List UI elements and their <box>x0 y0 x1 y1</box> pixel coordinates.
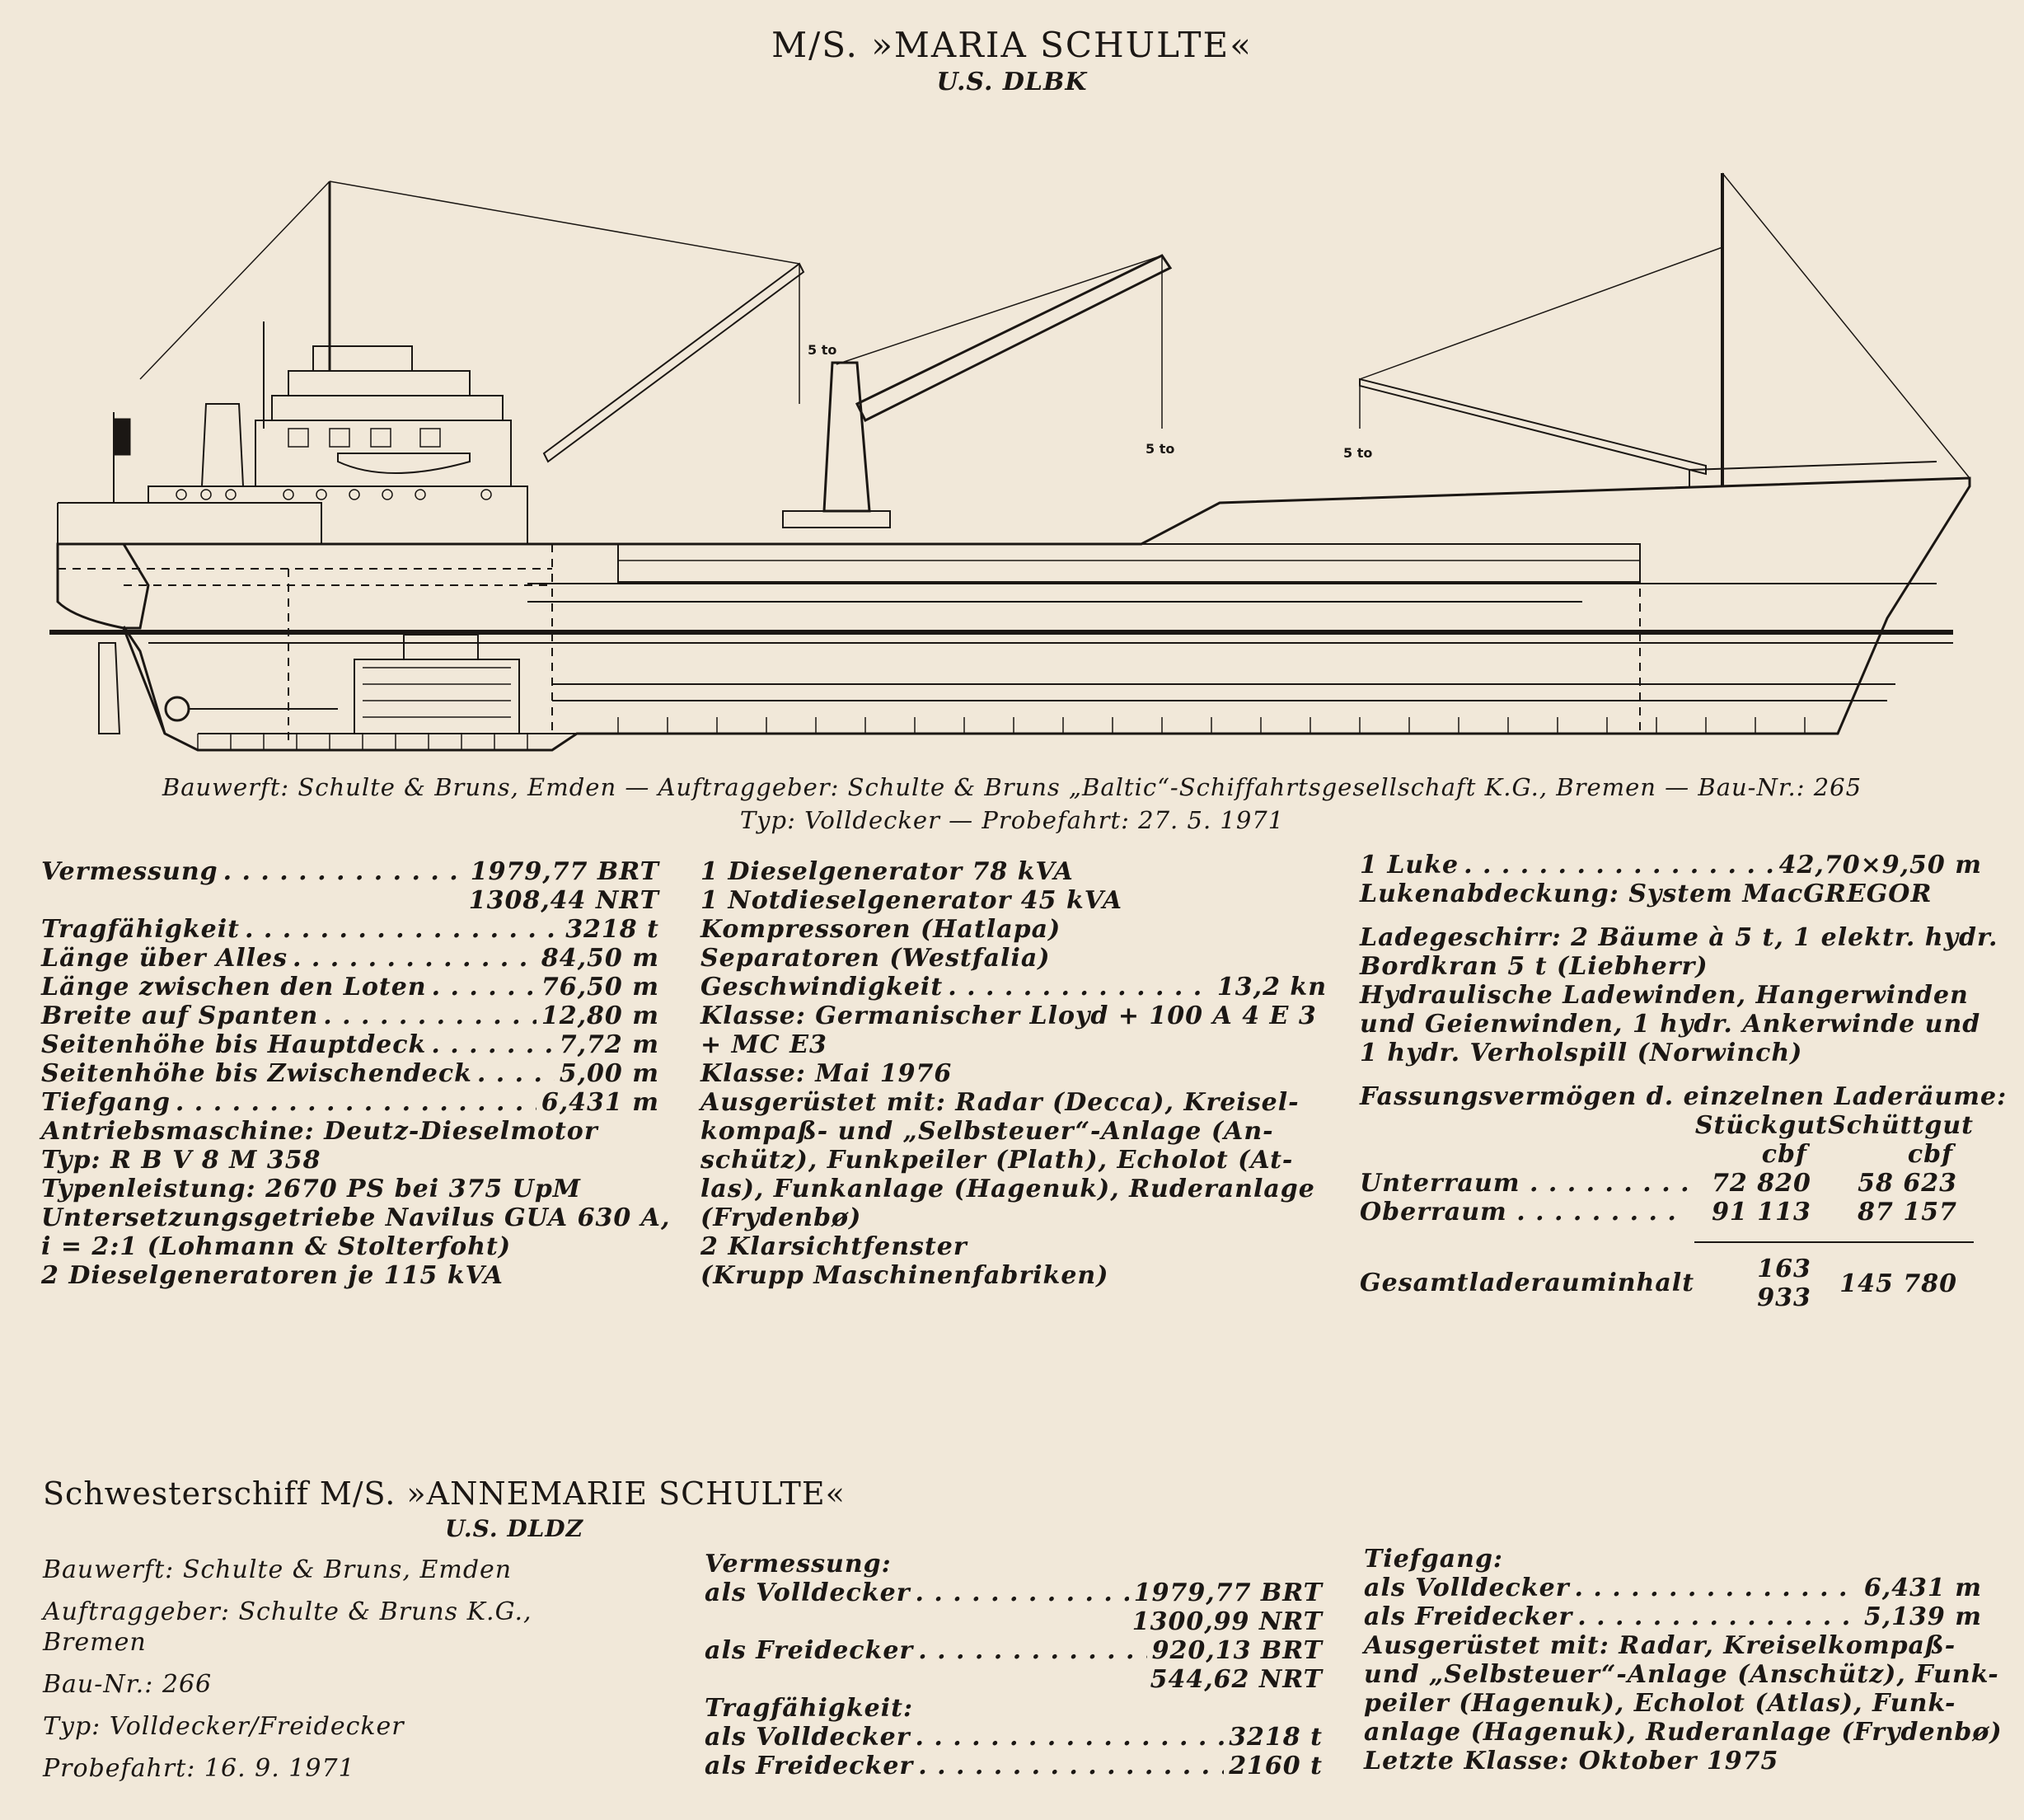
sister-type: Typ: Volldecker/Freidecker <box>43 1712 405 1741</box>
spec-line: 2 Klarsichtfenster <box>700 1232 967 1261</box>
spec-row: als Volldecker6,431 m <box>1364 1574 1982 1602</box>
call-sign: U.S. DLBK <box>936 68 1088 96</box>
table-row: Unterraum . . . . . . . . . 72 820 58 62… <box>1360 1169 1957 1198</box>
spec-row: Seitenhöhe bis Hauptdeck7,72 m <box>41 1030 659 1059</box>
spec-row: Breite auf Spanten12,80 m <box>41 1001 659 1030</box>
spec-row: als Freidecker2160 t <box>705 1752 1323 1780</box>
caption-type: Typ: Volldecker — Probefahrt: 27. 5. 197… <box>739 806 1285 834</box>
spec-line: Klasse: Germanischer Lloyd + 100 A 4 E 3 <box>700 1001 1317 1030</box>
spec-row: Länge über Alles84,50 m <box>41 944 659 973</box>
spec-line: (Krupp Maschinenfabriken) <box>700 1261 1109 1290</box>
forecastle <box>1689 461 1937 486</box>
swl-label-3: 5 to <box>1343 445 1372 461</box>
sister-left: Bauwerft: Schulte & Bruns, Emden Auftrag… <box>43 1555 636 1784</box>
spec-line: Ausgerüstet mit: Radar (Decca), Kreisel- <box>700 1088 1300 1117</box>
swl-label-1: 5 to <box>808 342 836 358</box>
spec-line: Hydraulische Ladewinden, Hangerwinden <box>1360 981 1969 1010</box>
swl-label-2: 5 to <box>1146 441 1174 457</box>
spec-row: Geschwindigkeit13,2 kn <box>700 973 1327 1001</box>
spec-line: anlage (Hagenuk), Ruderanlage (Frydenbø) <box>1364 1718 2003 1747</box>
sister-ship-title: Schwesterschiff M/S. »ANNEMARIE SCHULTE« <box>43 1475 846 1512</box>
spec-row: 1 Luke42,70×9,50 m <box>1360 851 1982 880</box>
caption-yard: Bauwerft: Schulte & Bruns, Emden — Auftr… <box>162 773 1862 801</box>
spec-row: Tiefgang6,431 m <box>41 1088 659 1117</box>
sister-client: Auftraggeber: Schulte & Bruns K.G., <box>43 1597 532 1626</box>
fore-derrick <box>1359 378 1707 476</box>
hull-main <box>58 476 1971 752</box>
capacity-title: Fassungsvermögen d. einzelnen Laderäume: <box>1360 1082 2008 1111</box>
funnel <box>200 403 245 487</box>
sister-call-sign: U.S. DLDZ <box>445 1515 584 1542</box>
spec-line: Typ: R B V 8 M 358 <box>41 1146 321 1175</box>
spec-line: Vermessung: <box>705 1550 892 1578</box>
hull-outline <box>56 542 150 630</box>
col-header: Stückgut <box>1694 1111 1828 1140</box>
deckhouse <box>255 420 512 486</box>
spec-line: Lukenabdeckung: System MacGREGOR <box>1360 880 1933 908</box>
spec-row: Seitenhöhe bis Zwischendeck5,00 m <box>41 1059 659 1088</box>
spec-line: i = 2:1 (Lohmann & Stolterfoht) <box>41 1232 512 1261</box>
specs-middle: 1 Dieselgenerator 78 kVA 1 Notdieselgene… <box>700 857 1327 1290</box>
spec-line: Ausgerüstet mit: Radar, Kreiselkompaß- <box>1364 1631 1956 1660</box>
spec-line: (Frydenbø) <box>700 1203 862 1232</box>
sister-number: Bau-Nr.: 266 <box>43 1670 213 1699</box>
spec-line: Ladegeschirr: 2 Bäume à 5 t, 1 elektr. h… <box>1360 923 1998 952</box>
capacity-table: Stückgut Schüttgut cbf cbf Unterraum . .… <box>1360 1111 1974 1312</box>
table-total-row: Gesamtladerauminhalt 163 933 145 780 <box>1360 1255 1957 1312</box>
spec-line: Tiefgang: <box>1364 1545 1503 1574</box>
deck-crane <box>822 361 871 513</box>
spec-row: als Volldecker1979,77 BRT <box>705 1578 1323 1607</box>
sister-middle: Vermessung: als Volldecker1979,77 BRT 13… <box>705 1550 1323 1780</box>
specs-right: 1 Luke42,70×9,50 m Lukenabdeckung: Syste… <box>1360 851 2008 1312</box>
spec-row: 544,62 NRT <box>1150 1665 1323 1694</box>
spec-line: Letzte Klasse: Oktober 1975 <box>1364 1747 1779 1775</box>
spec-row: als Freidecker5,139 m <box>1364 1602 1982 1631</box>
spec-line: peiler (Hagenuk), Echolot (Atlas), Funk- <box>1364 1689 1956 1718</box>
sister-client-city: Bremen <box>43 1628 147 1657</box>
spec-line: Separatoren (Westfalia) <box>700 944 1051 973</box>
spec-line: kompaß- und „Selbsteuer“-Anlage (An- <box>700 1117 1274 1146</box>
sister-trial: Probefahrt: 16. 9. 1971 <box>43 1754 355 1783</box>
aft-derrick <box>542 262 805 463</box>
spec-line: Bordkran 5 t (Liebherr) <box>1360 952 1708 981</box>
spec-row: Länge zwischen den Loten76,50 m <box>41 973 659 1001</box>
lifeboat <box>337 453 471 474</box>
specs-left: Vermessung1979,77 BRT 1308,44 NRT Tragfä… <box>41 857 671 1290</box>
propeller <box>164 696 190 722</box>
spec-row: Vermessung1979,77 BRT <box>41 857 659 886</box>
spec-line: Klasse: Mai 1976 <box>700 1059 953 1088</box>
spec-line: und „Selbsteuer“-Anlage (Anschütz), Funk… <box>1364 1660 1999 1689</box>
poop-deck <box>57 502 322 544</box>
spec-line: und Geienwinden, 1 hydr. Ankerwinde und <box>1360 1010 1981 1039</box>
table-row: Oberraum . . . . . . . . . 91 113 87 157 <box>1360 1198 1957 1227</box>
spec-line: Untersetzungsgetriebe Navilus GUA 630 A, <box>41 1203 671 1232</box>
spec-line: Kompressoren (Hatlapa) <box>700 915 1061 944</box>
sister-yard: Bauwerft: Schulte & Bruns, Emden <box>43 1555 513 1584</box>
main-engine <box>354 659 520 734</box>
spec-line: schütz), Funkpeiler (Plath), Echolot (At… <box>700 1146 1294 1175</box>
spec-line: Antriebsmaschine: Deutz-Dieselmotor <box>41 1117 598 1146</box>
spec-line: 1 hydr. Verholspill (Norwinch) <box>1360 1039 1803 1067</box>
flag <box>114 418 131 456</box>
spec-line: Typenleistung: 2670 PS bei 375 UpM <box>41 1175 582 1203</box>
spec-row: als Volldecker3218 t <box>705 1723 1323 1752</box>
crane-jib <box>855 254 1173 423</box>
spec-line: las), Funkanlage (Hagenuk), Ruderanlage <box>700 1175 1315 1203</box>
spec-row: Tragfähigkeit3218 t <box>41 915 659 944</box>
spec-line: Tragfähigkeit: <box>705 1694 914 1723</box>
spec-line: 1 Dieselgenerator 78 kVA <box>700 857 1074 886</box>
spec-row: 1300,99 NRT <box>1131 1607 1323 1636</box>
ship-profile-drawing: 5 to 5 to 5 to <box>49 172 1971 752</box>
spec-line: 2 Dieselgeneratoren je 115 kVA <box>41 1261 504 1290</box>
col-unit: cbf <box>1907 1140 1953 1169</box>
spec-row: 1308,44 NRT <box>468 886 659 915</box>
spec-row: als Freidecker920,13 BRT <box>705 1636 1323 1665</box>
sister-right: Tiefgang: als Volldecker6,431 m als Frei… <box>1364 1545 2003 1775</box>
col-header: Schüttgut <box>1828 1111 1974 1140</box>
rudder <box>98 642 121 734</box>
spec-line: + MC E3 <box>700 1030 827 1059</box>
spec-line: 1 Notdieselgenerator 45 kVA <box>700 886 1122 915</box>
page-title: M/S. »MARIA SCHULTE« <box>771 25 1253 65</box>
col-unit: cbf <box>1761 1140 1807 1169</box>
